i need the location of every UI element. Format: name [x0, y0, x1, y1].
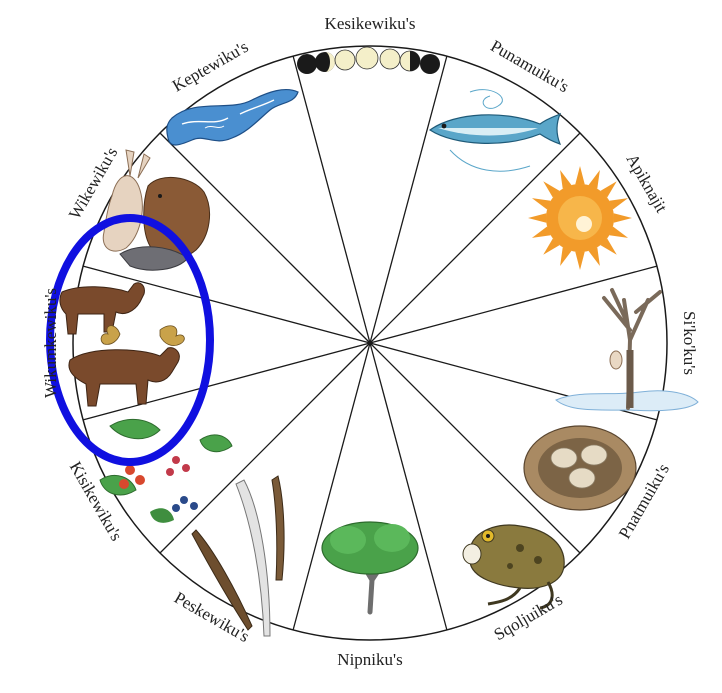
sun-icon — [528, 166, 632, 270]
bird-nest-with-eggs-icon — [524, 426, 636, 510]
month-label: Wikumkewiku's — [41, 288, 60, 398]
month-label: Kesikewiku's — [325, 14, 416, 33]
month-label: Nipniku's — [337, 650, 402, 669]
month-label: Si'ko'ku's — [680, 311, 699, 375]
